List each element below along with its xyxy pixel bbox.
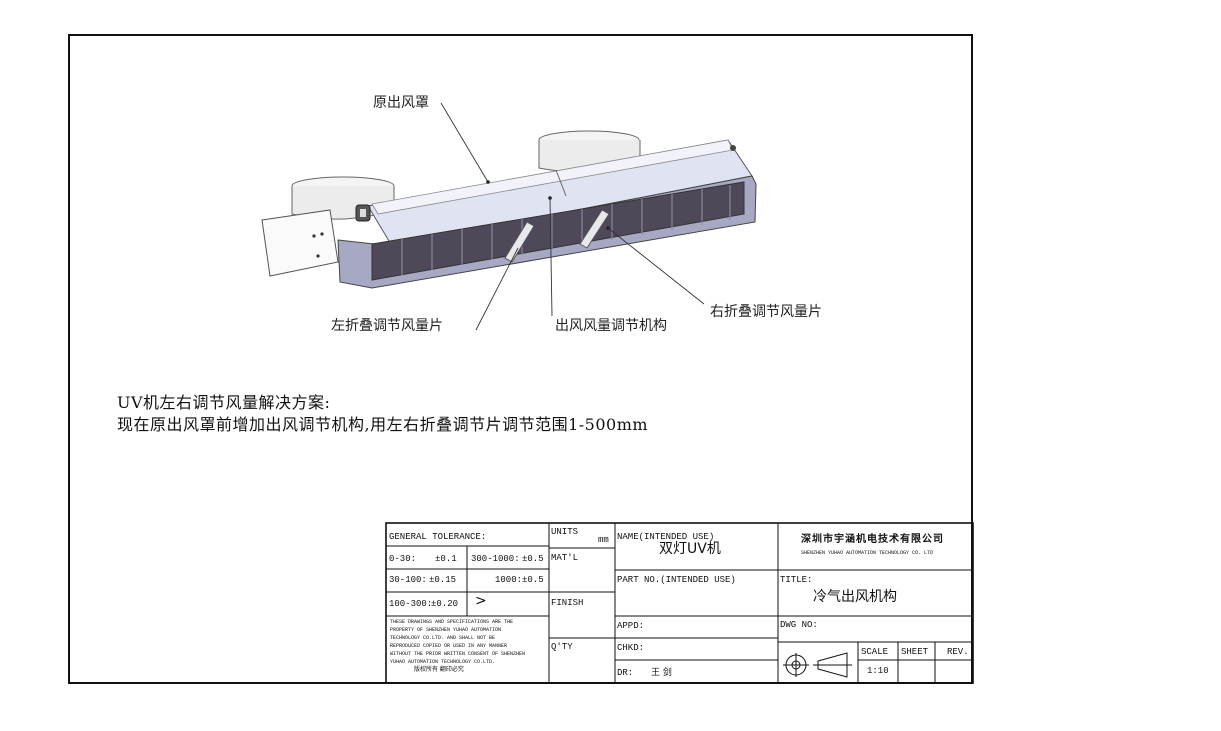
louver-slats [401,185,731,275]
tolerance-range-3: 30-100: [389,575,427,585]
solution-note-line1: UV机左右调节风量解决方案: [117,393,331,412]
scale-label: SCALE [861,647,889,657]
callout-right-blade: 右折叠调节风量片 [710,304,822,320]
leader-lines [440,102,705,331]
tolerance-value-3: ±0.15 [429,575,457,585]
units-value: mm [598,535,609,545]
angle-symbol: > [475,593,487,609]
callout-original-hood: 原出风罩 [373,95,429,111]
tolerance-value-1: ±0.1 [435,554,457,564]
qty-label: Q'TY [551,642,573,652]
rev-label: REV. [947,647,969,657]
title-label: TITLE: [780,575,813,585]
name-value: 双灯UV机 [659,541,721,557]
tolerance-value-2: ±0.5 [522,554,544,564]
left-fold-blade [504,221,535,263]
title-value: 冷气出风机构 [813,589,897,605]
part-no-label: PART NO.(INTENDED USE) [617,575,736,585]
dwg-no-label: DWG NO: [780,620,818,630]
solution-note-line2: 现在原出风罩前增加出风调节机构,用左右折叠调节片调节范围1-500mm [117,415,649,434]
callout-left-blade: 左折叠调节风量片 [331,318,443,334]
finish-label: FINISH [551,598,584,608]
title-block-grid [385,522,974,684]
tolerance-value-5: ±0.20 [431,599,459,609]
louver-panel [371,181,745,281]
side-knob [355,204,371,222]
tolerance-range-4: 1000: [495,575,523,585]
dr-value: 王 剑 [651,668,672,678]
sheet-label: SHEET [901,647,929,657]
callout-mechanism: 出风风量调节机构 [555,318,667,334]
tolerance-range-5: 100-300: [389,599,433,609]
tolerance-range-1: 0-30: [389,554,417,564]
units-label: UNITS [551,527,579,537]
company-name-en: SHENZHEN YUHAO AUTOMATION TECHNOLOGY CO.… [801,550,934,556]
appd-label: APPD: [617,621,645,631]
name-label: NAME(INTENDED USE) [617,532,715,542]
company-name-cn: 深圳市宇涵机电技术有限公司 [801,534,944,545]
right-fold-blade [579,209,610,249]
tolerance-range-2: 300-1000: [471,554,520,564]
dr-label: DR: [617,668,634,678]
material-label: MAT'L [551,553,579,563]
scale-value: 1:10 [867,666,889,676]
projection-symbol-icon [783,652,852,678]
left-end-panel [261,209,339,277]
legal-notice: THESE DRAWINGS AND SPECIFICATIONS ARE TH… [390,619,526,673]
chkd-label: CHKD: [617,643,645,653]
general-tolerance-label: GENERAL TOLERANCE: [389,532,487,542]
title-block: GENERAL TOLERANCE: 0-30: ±0.1 300-1000: … [385,522,974,684]
tolerance-value-4: ±0.5 [522,575,544,585]
